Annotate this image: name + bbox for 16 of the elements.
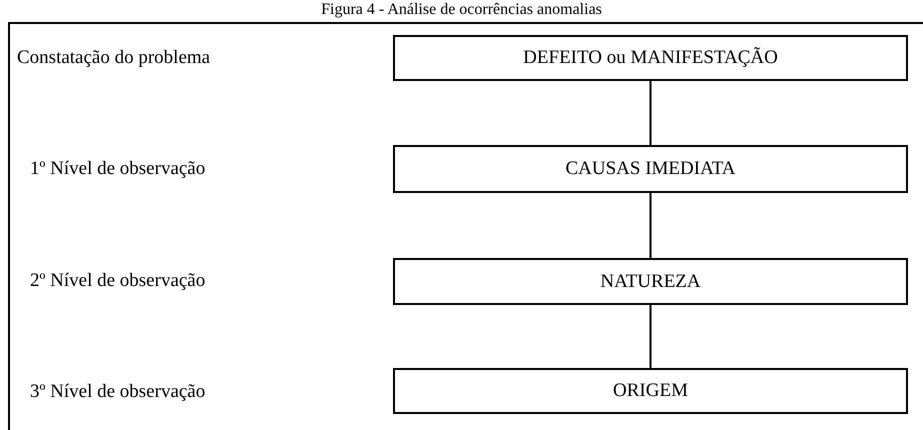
- process-box: [393, 368, 908, 414]
- level-label: Constatação do problema: [17, 47, 210, 69]
- level-label: 1º Nível de observação: [30, 158, 206, 180]
- level-label: 2º Nível de observação: [30, 270, 206, 292]
- process-box: [393, 35, 908, 81]
- box-text: NATUREZA: [600, 270, 701, 292]
- figure-title: Figura 4 - Análise de ocorrências anomalias: [320, 1, 603, 19]
- box-text: ORIGEM: [613, 380, 688, 402]
- connector-line: [650, 305, 652, 368]
- process-box: [393, 258, 908, 305]
- level-label: 3º Nível de observação: [30, 381, 206, 403]
- connector-line: [650, 81, 652, 145]
- process-box: [393, 145, 908, 193]
- box-text: CAUSAS IMEDIATA: [565, 158, 736, 180]
- connector-line: [650, 193, 652, 258]
- box-text: DEFEITO ou MANIFESTAÇÃO: [523, 47, 778, 69]
